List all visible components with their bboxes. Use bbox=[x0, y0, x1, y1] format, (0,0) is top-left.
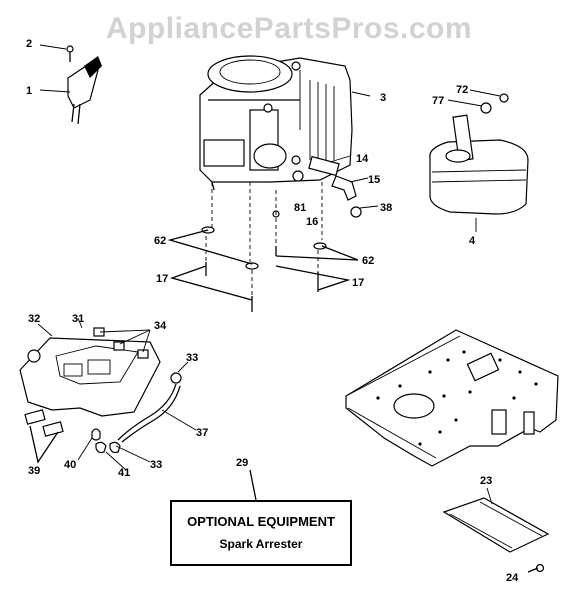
callout-34: 34 bbox=[154, 320, 167, 332]
callout-2: 2 bbox=[26, 38, 32, 50]
callout-1: 1 bbox=[26, 85, 32, 97]
callout-62-left: 62 bbox=[154, 235, 166, 247]
mounting-hardware bbox=[201, 226, 327, 312]
throttle-control-part bbox=[66, 45, 102, 125]
callout-33-top: 33 bbox=[186, 352, 198, 364]
callout-17-left: 17 bbox=[156, 273, 168, 285]
callout-77: 77 bbox=[432, 95, 444, 107]
callout-4: 4 bbox=[469, 235, 476, 247]
callout-31: 31 bbox=[72, 313, 84, 325]
callout-14: 14 bbox=[356, 153, 369, 165]
callout-38: 38 bbox=[380, 202, 392, 214]
callout-62-right: 62 bbox=[362, 255, 374, 267]
air-shroud-part bbox=[19, 327, 182, 454]
heat-shield-part bbox=[442, 497, 550, 573]
callout-40: 40 bbox=[64, 459, 76, 471]
callout-37: 37 bbox=[196, 427, 208, 439]
callout-33-bottom: 33 bbox=[150, 459, 162, 471]
optional-equipment-title: OPTIONAL EQUIPMENT bbox=[187, 514, 335, 529]
callout-16: 16 bbox=[306, 216, 318, 228]
callout-labels: 1 2 3 4 14 15 16 17 17 23 24 29 31 32 33… bbox=[26, 38, 519, 584]
callout-23: 23 bbox=[480, 475, 492, 487]
callout-3: 3 bbox=[380, 92, 386, 104]
callout-72: 72 bbox=[456, 84, 468, 96]
muffler-part bbox=[429, 93, 529, 215]
callout-17-right: 17 bbox=[352, 277, 364, 289]
callout-32: 32 bbox=[28, 313, 40, 325]
callout-29: 29 bbox=[236, 457, 248, 469]
engine-part bbox=[199, 55, 353, 191]
callout-24: 24 bbox=[506, 572, 519, 584]
callout-39: 39 bbox=[28, 465, 40, 477]
watermark: AppliancePartsPros.com bbox=[105, 12, 473, 45]
callout-41: 41 bbox=[118, 467, 130, 479]
callout-81: 81 bbox=[294, 202, 306, 214]
spark-arrester-label: Spark Arrester bbox=[219, 537, 303, 551]
optional-equipment-box: OPTIONAL EQUIPMENT Spark Arrester bbox=[170, 500, 352, 566]
callout-15: 15 bbox=[368, 174, 380, 186]
chassis-plate-part bbox=[345, 329, 559, 467]
